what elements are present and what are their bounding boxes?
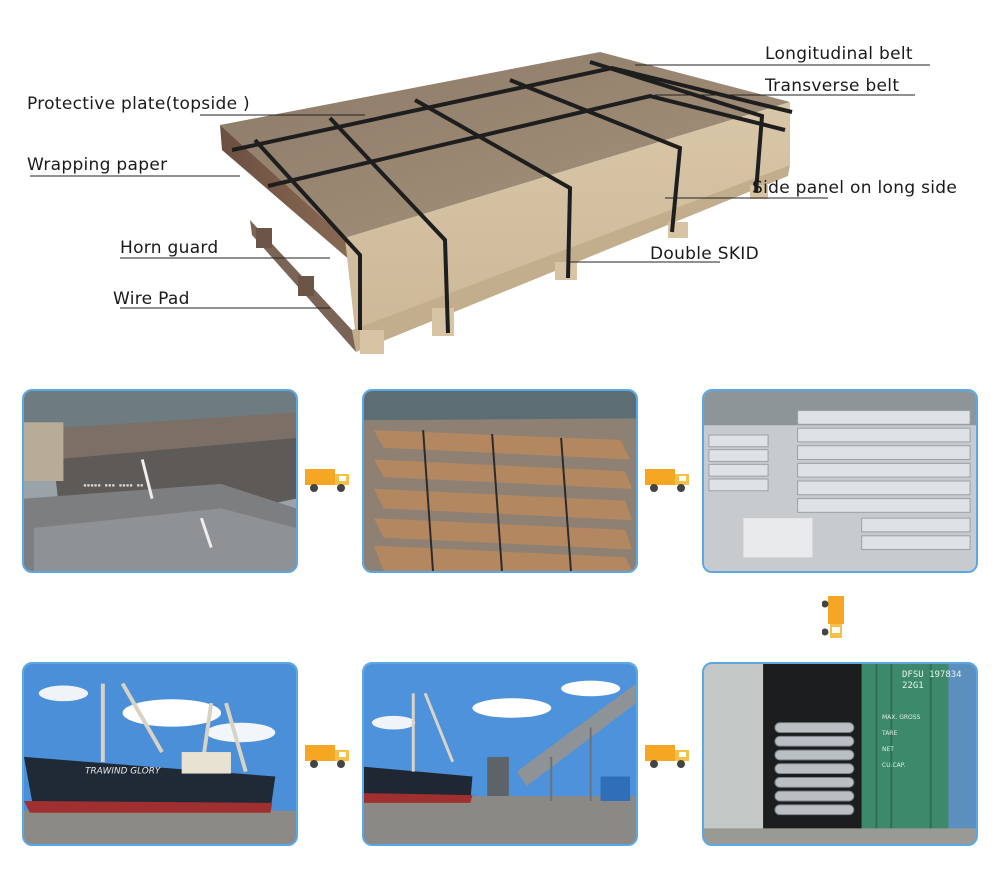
container-spec-tare: TARE [882,730,898,737]
container-markings: DFSU 197834 22G1 [902,670,962,692]
container-code-2: 22G1 [902,681,924,691]
label-double-skid: Double SKID [650,244,759,264]
label-protective-plate: Protective plate(topside ) [27,94,250,114]
truck-icon [305,742,351,770]
truck-icon [305,466,351,494]
container-specs: MAX. GROSS TARE NET CU.CAP. [882,710,920,774]
label-side-panel: Side panel on long side [752,178,958,198]
photo-warehouse-stacks [702,389,978,573]
truck-icon [645,742,691,770]
label-longitudinal-belt: Longitudinal belt [765,44,913,64]
container-spec-cucap: CU.CAP. [882,762,906,769]
photo-loaded-container: DFSU 197834 22G1 MAX. GROSS TARE NET CU.… [702,662,978,846]
label-wire-pad: Wire Pad [113,289,190,309]
label-wrapping-paper: Wrapping paper [27,155,168,175]
packing-diagram: Protective plate(topside ) Wrapping pape… [0,0,1000,370]
truck-icon [645,466,691,494]
label-transverse-belt: Transverse belt [765,76,900,96]
container-code-1: DFSU 197834 [902,670,962,680]
photo-port-conveyor [362,662,638,846]
label-horn-guard: Horn guard [120,238,219,258]
photo-wooden-pallets [362,389,638,573]
svg-text:▪▪▪▪▪ ▪▪▪ ▪▪▪▪ ▪▪: ▪▪▪▪▪ ▪▪▪ ▪▪▪▪ ▪▪ [83,483,143,489]
ship-name-text: TRAWIND GLORY [85,767,161,777]
photo-steel-plates: ▪▪▪▪▪ ▪▪▪ ▪▪▪▪ ▪▪ [22,389,298,573]
container-spec-gross: MAX. GROSS [882,714,921,721]
container-spec-net: NET [882,746,894,753]
photo-cargo-ship: TRAWIND GLORY [22,662,298,846]
steel-sheet-package-illustration [30,52,930,354]
truck-icon [822,596,850,642]
